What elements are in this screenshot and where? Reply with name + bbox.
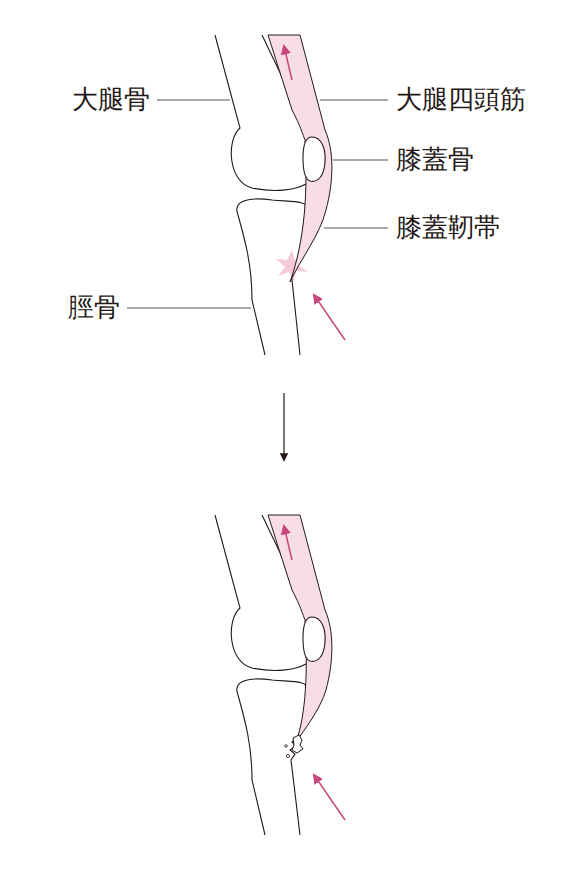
leader-line (324, 228, 388, 229)
part-label: 大腿四頭筋 (396, 84, 526, 115)
part-label: 大腿骨 (72, 84, 150, 115)
bone-chip (286, 754, 289, 757)
leader-line (320, 100, 388, 101)
patella (303, 617, 325, 661)
patella (303, 137, 325, 181)
tibia (237, 199, 309, 355)
quadriceps-and-ligament (268, 515, 332, 742)
part-label: 脛骨 (68, 292, 120, 323)
pull-arrow (284, 526, 292, 560)
part-label: 膝蓋骨 (396, 144, 474, 175)
knee-before (215, 35, 345, 355)
leader-line (157, 100, 230, 101)
pull-arrow (284, 46, 292, 80)
knee-after (215, 515, 345, 835)
quadriceps-and-ligament (268, 35, 332, 282)
leader-lines (127, 100, 388, 308)
bone-chip (285, 745, 288, 748)
leader-line (333, 160, 388, 161)
part-label: 膝蓋靭帯 (396, 212, 500, 243)
bone-fragment (292, 735, 303, 753)
impact-arrow (314, 295, 345, 340)
leader-line (127, 308, 251, 309)
impact-arrow (314, 775, 345, 820)
tibia (237, 679, 309, 835)
step-arrow (283, 393, 284, 460)
